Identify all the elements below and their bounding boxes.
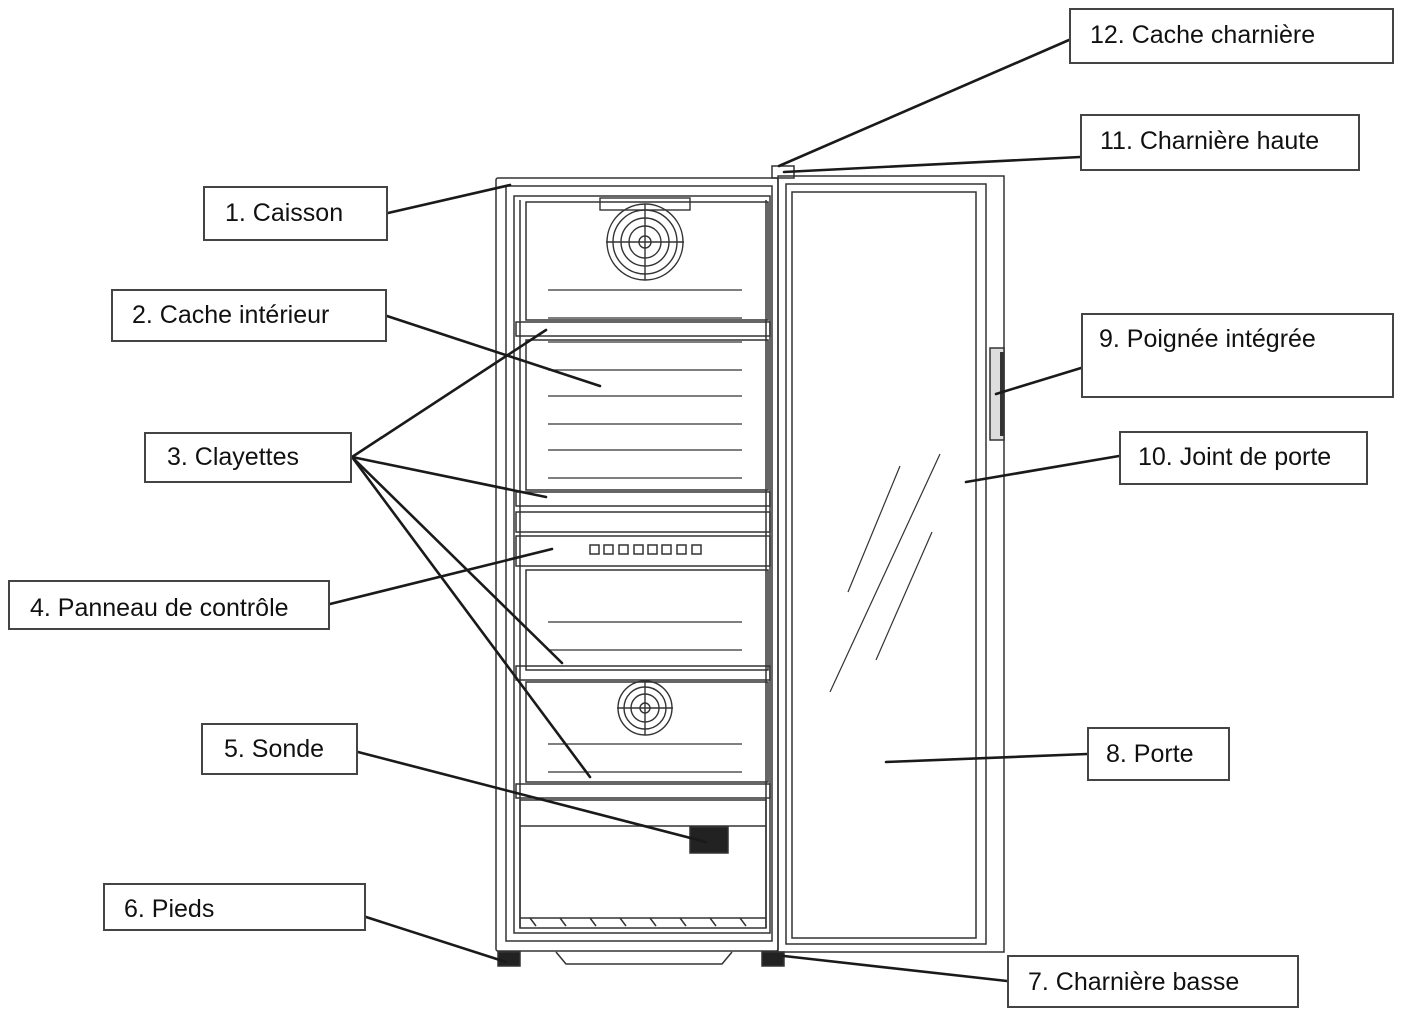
label-pieds: 6. Pieds bbox=[103, 883, 366, 931]
label-poignee-integree: 9. Poignée intégrée bbox=[1081, 313, 1394, 398]
label-joint-de-porte: 10. Joint de porte bbox=[1119, 431, 1368, 485]
leader-clayettes-4 bbox=[350, 455, 592, 779]
leader-cache-charniere bbox=[777, 38, 1071, 168]
leader-panneau-controle bbox=[328, 547, 554, 606]
shelves bbox=[515, 321, 771, 799]
label-cache-interieur: 2. Cache intérieur bbox=[111, 289, 387, 342]
label-charniere-haute: 11. Charnière haute bbox=[1080, 114, 1360, 171]
leader-poignee bbox=[994, 366, 1083, 396]
label-panneau-controle: 4. Panneau de contrôle bbox=[8, 580, 330, 630]
leader-pieds bbox=[364, 915, 508, 964]
fan-top bbox=[599, 197, 691, 281]
leader-caisson bbox=[386, 183, 512, 215]
control-panel-drawing bbox=[515, 511, 771, 567]
glass-reflections bbox=[829, 453, 941, 693]
leader-sonde bbox=[356, 750, 708, 844]
inner-cover bbox=[525, 201, 769, 783]
feet-drawing bbox=[497, 951, 785, 967]
leader-clayettes-2 bbox=[350, 455, 548, 499]
label-charniere-basse: 7. Charnière basse bbox=[1007, 955, 1299, 1008]
leader-clayettes-3 bbox=[350, 455, 564, 665]
bottom-compartment bbox=[519, 799, 767, 929]
cabinet-body bbox=[495, 177, 779, 952]
label-caisson: 1. Caisson bbox=[203, 186, 388, 241]
door-drawing bbox=[771, 165, 1005, 953]
leader-charniere-basse bbox=[782, 954, 1009, 983]
label-porte: 8. Porte bbox=[1087, 727, 1230, 781]
leader-porte bbox=[884, 752, 1089, 764]
leader-clayettes-1 bbox=[350, 328, 548, 459]
label-cache-charniere: 12. Cache charnière bbox=[1069, 8, 1394, 64]
label-sonde: 5. Sonde bbox=[201, 723, 358, 775]
leader-cache-interieur bbox=[385, 314, 602, 388]
leader-joint bbox=[964, 454, 1121, 484]
leader-charniere-haute bbox=[782, 155, 1082, 174]
vent-rows bbox=[548, 289, 742, 773]
fan-bottom bbox=[617, 680, 673, 736]
label-clayettes: 3. Clayettes bbox=[144, 432, 352, 483]
